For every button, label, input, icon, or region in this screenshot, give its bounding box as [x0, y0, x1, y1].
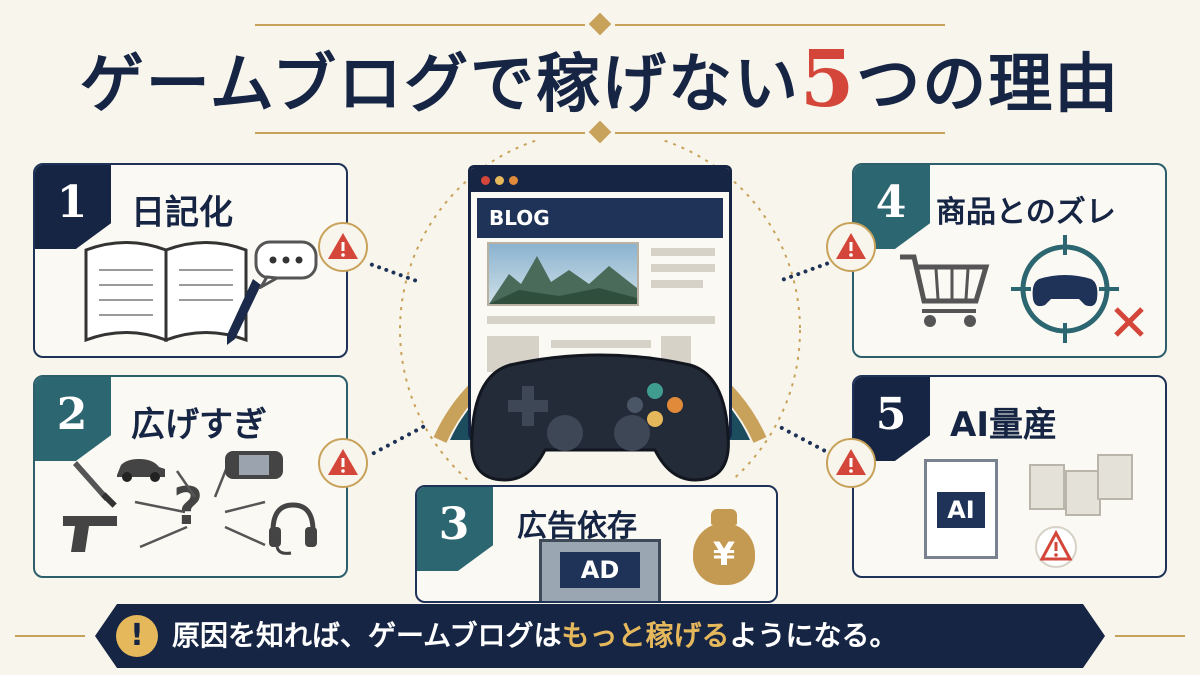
- ai-label: AI: [937, 492, 985, 528]
- pen-icon: [227, 279, 261, 345]
- reason-card-3: 3 広告依存 AD ¥: [415, 485, 778, 603]
- shopping-cart-icon: [900, 254, 990, 327]
- warning-icon: [836, 233, 866, 259]
- reason-label-2: 広げすぎ: [131, 405, 267, 445]
- warning-icon: [1035, 526, 1077, 568]
- browser-titlebar: [471, 168, 729, 192]
- money-symbol: ¥: [712, 535, 736, 573]
- reason-card-4: 4 商品とのズレ: [852, 163, 1167, 358]
- warning-badge-1: [318, 222, 368, 272]
- bottom-banner: [95, 604, 1105, 668]
- browser-heading: BLOG: [489, 206, 550, 230]
- reason-card-2: 2 広げすぎ ?: [33, 375, 348, 578]
- banner-text: 原因を知れば、ゲームブログはもっと稼げるようになる。: [172, 604, 898, 668]
- page-title: ゲームブログで稼げない5つの理由: [0, 40, 1200, 125]
- reason-card-5: 5 AI量産 AI: [852, 375, 1167, 578]
- title-rule-top-right: [615, 24, 945, 26]
- browser-dot-red: [481, 176, 490, 185]
- landscape-image: [487, 242, 639, 306]
- text-line: [651, 280, 703, 288]
- handheld-console-icon: [225, 451, 283, 479]
- browser-dot-orange: [509, 176, 518, 185]
- warning-badge-5: [826, 438, 876, 488]
- reason-label-4: 商品とのズレ: [936, 195, 1116, 230]
- title-rule-bottom: [255, 132, 585, 134]
- warning-icon: [328, 233, 358, 259]
- pistol-icon: [63, 516, 117, 552]
- banner-text-start: 原因を知れば、ゲームブログは: [172, 619, 562, 652]
- exclamation-icon: !: [116, 615, 158, 657]
- gamepad-icon: [470, 353, 730, 482]
- speech-bubble-icon: [254, 240, 318, 289]
- title-rule-bottom-right: [615, 132, 945, 134]
- money-bag-icon: ¥: [693, 509, 755, 585]
- arrows-icon: [134, 466, 266, 549]
- text-line: [651, 264, 715, 272]
- warning-badge-4: [826, 222, 876, 272]
- target-gamepad-icon: [1011, 235, 1119, 343]
- title-text-end: つの理由: [856, 47, 1121, 122]
- reason-number-2: 2: [35, 377, 111, 461]
- reason-number-3: 3: [417, 487, 493, 571]
- ai-document-icon: AI: [924, 459, 998, 559]
- ad-label: AD: [560, 552, 640, 588]
- car-icon: [117, 459, 165, 482]
- browser-header: BLOG: [477, 198, 723, 238]
- text-line: [551, 340, 651, 348]
- banner-rule-right: [1115, 635, 1185, 637]
- title-rule-top: [255, 24, 585, 26]
- banner-text-end: ようになる。: [729, 619, 898, 652]
- headset-icon: [269, 502, 317, 555]
- title-highlight-number: 5: [799, 34, 857, 125]
- warning-badge-2: [318, 438, 368, 488]
- warning-icon: [328, 449, 358, 475]
- open-book-icon: [84, 241, 248, 343]
- text-line: [487, 316, 715, 324]
- sword-icon: [73, 461, 117, 508]
- warning-icon: [836, 449, 866, 475]
- banner-highlight: もっと稼げる: [561, 619, 730, 652]
- title-text: ゲームブログで稼げない: [79, 47, 800, 122]
- x-mark-icon: [1114, 307, 1144, 337]
- reason-card-1: 1 日記化: [33, 163, 348, 358]
- diamond-ornament-icon: [588, 12, 612, 36]
- ad-screen: AD: [539, 539, 661, 601]
- reason-label-3: 広告依存: [517, 509, 637, 544]
- reason-label-1: 日記化: [131, 193, 233, 233]
- banner-rule-left: [15, 635, 85, 637]
- browser-window: BLOG: [468, 165, 732, 440]
- reason-label-5: AI量産: [950, 405, 1057, 445]
- copied-documents-icon: [1029, 454, 1133, 516]
- text-line: [651, 248, 715, 256]
- browser-dot-yellow: [495, 176, 504, 185]
